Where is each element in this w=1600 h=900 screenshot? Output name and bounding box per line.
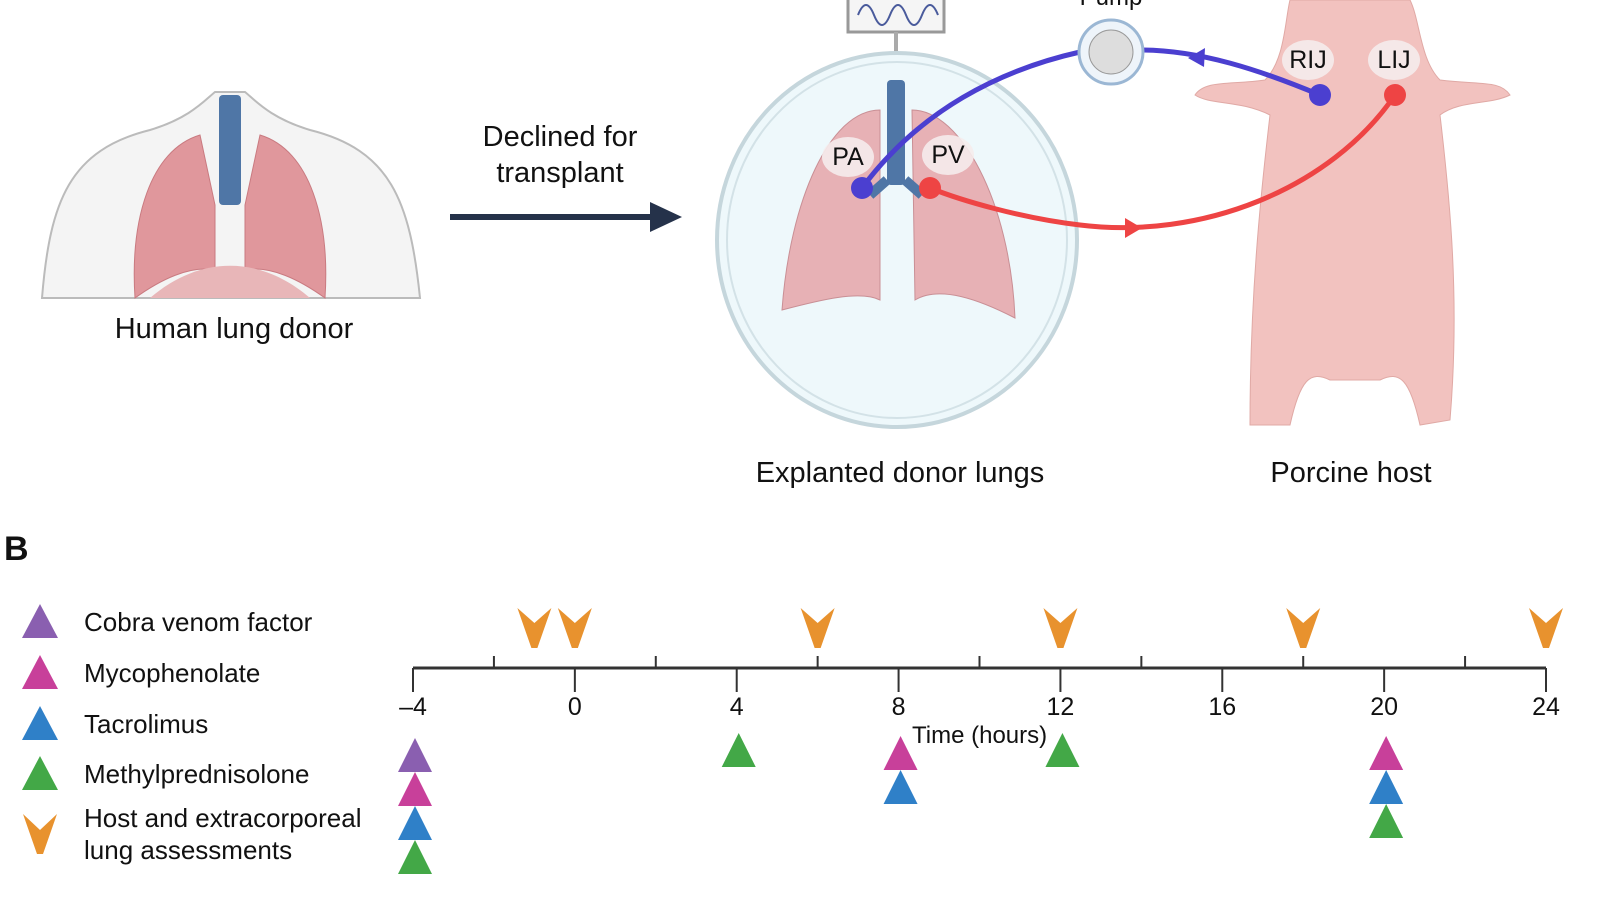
assessment-marker — [557, 608, 592, 648]
pv-site-dot — [919, 177, 941, 199]
dose-marker-tacro — [398, 806, 432, 840]
dose-marker-methyl — [1369, 804, 1404, 838]
venous-line-to-pa — [859, 49, 1081, 190]
dose-marker-tacro — [883, 770, 918, 804]
panel-b-label: B — [4, 530, 29, 568]
chevron-down-marker-icon — [23, 814, 57, 854]
triangle-marker-icon — [22, 655, 58, 689]
tick-label: 12 — [1046, 693, 1075, 721]
rij-site-dot — [1309, 84, 1331, 106]
tick-label: 4 — [729, 693, 744, 721]
triangle-marker-icon — [22, 604, 58, 638]
human-torso-illustration — [40, 91, 422, 299]
legend-label: Tacrolimus — [84, 709, 209, 739]
dose-marker-myco — [883, 736, 918, 770]
dose-marker-tacro — [1369, 770, 1404, 804]
dose-marker-methyl — [1045, 733, 1080, 767]
lij-site-dot — [1384, 84, 1406, 106]
tick-label: –4 — [399, 693, 427, 721]
legend-item-myco: Mycophenolate — [20, 651, 260, 695]
assessment-marker — [1286, 608, 1321, 648]
explanted-lungs-label: Explanted donor lungs — [755, 457, 1045, 489]
legend-label: Methylprednisolone — [84, 759, 310, 789]
pig-illustration — [1194, 0, 1511, 426]
assessment-marker — [800, 608, 835, 648]
assessment-marker — [517, 608, 552, 648]
venous-line — [1139, 47, 1321, 98]
dose-marker-methyl — [398, 840, 432, 874]
porcine-host-label: Porcine host — [1270, 457, 1432, 489]
tick-label: 24 — [1532, 693, 1560, 721]
declined-arrow — [450, 202, 682, 232]
triangle-marker-icon — [22, 706, 58, 740]
dose-marker-methyl — [721, 733, 756, 767]
tick-label: 0 — [567, 693, 582, 721]
tick-label: 20 — [1370, 693, 1399, 721]
legend-item-methyl: Methylprednisolone — [20, 752, 309, 796]
panel-a-illustration — [40, 0, 1511, 429]
pump-label: Pump — [1080, 0, 1143, 12]
legend-label: Cobra venom factor — [84, 607, 313, 637]
lij-label: LIJ — [1377, 46, 1411, 74]
dose-marker-myco — [398, 772, 432, 806]
human-donor-label: Human lung donor — [114, 313, 354, 345]
perfusion-dish — [715, 51, 1079, 429]
legend-item-cvf: Cobra venom factor — [20, 600, 312, 644]
legend-item-tacro: Tacrolimus — [20, 702, 208, 746]
pv-label: PV — [931, 141, 965, 169]
assessment-marker — [1529, 608, 1563, 648]
legend-label: Mycophenolate — [84, 658, 261, 688]
ventilator-monitor-icon — [846, 0, 946, 80]
pa-label: PA — [832, 143, 864, 171]
rij-label: RIJ — [1289, 46, 1327, 74]
x-axis-label: Time (hours) — [912, 722, 1048, 749]
arrow-label-line2: transplant — [496, 157, 624, 189]
tick-label: 8 — [891, 693, 906, 721]
triangle-marker-icon — [22, 756, 58, 790]
arrow-label-line1: Declined for — [482, 121, 638, 153]
tick-label: 16 — [1208, 693, 1237, 721]
assessment-marker — [1043, 608, 1078, 648]
pump-icon — [1077, 18, 1145, 86]
dose-marker-cvf — [398, 738, 432, 772]
dose-marker-myco — [1369, 736, 1404, 770]
pa-site-dot — [851, 177, 873, 199]
